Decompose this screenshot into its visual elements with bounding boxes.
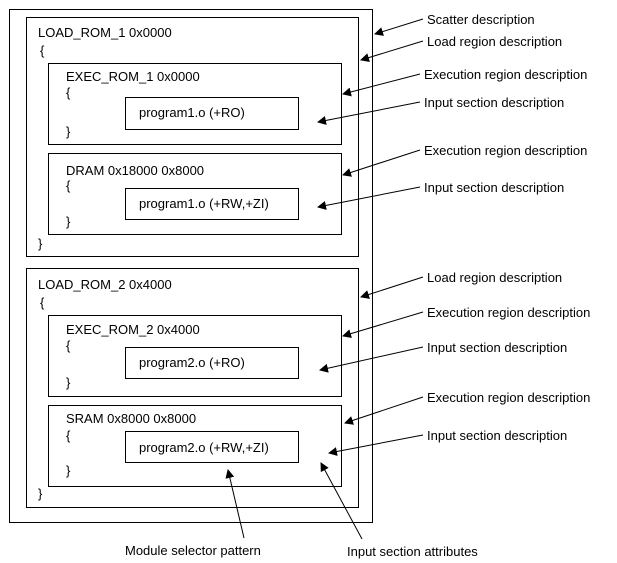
annotation-exec-region-1a: Execution region description xyxy=(424,67,588,82)
arrow-exec-2b xyxy=(344,396,424,425)
arrow-exec-2a xyxy=(342,311,424,339)
exec-region-2b-open-brace: { xyxy=(66,428,71,443)
arrow-input-2b xyxy=(328,434,424,456)
load-region-2-header: LOAD_ROM_2 0x4000 xyxy=(38,277,172,292)
arrow-exec-1a xyxy=(342,73,421,97)
exec-region-1b-close-brace: } xyxy=(66,214,71,229)
annotation-load-region-2: Load region description xyxy=(427,270,563,285)
annotation-input-section-1a: Input section description xyxy=(424,95,565,110)
annotation-exec-region-2b: Execution region description xyxy=(427,390,591,405)
input-section-2b-box xyxy=(125,431,299,463)
exec-region-1a-close-brace: } xyxy=(66,124,71,139)
arrow-load-2 xyxy=(360,276,424,299)
load-region-2-box xyxy=(26,268,359,508)
annotation-input-section-2a: Input section description xyxy=(427,340,568,355)
exec-region-2a-header: EXEC_ROM_2 0x4000 xyxy=(66,322,200,337)
annotation-load-region-1: Load region description xyxy=(427,34,563,49)
input-section-1b-box xyxy=(125,188,299,220)
exec-region-1a-header: EXEC_ROM_1 0x0000 xyxy=(66,69,200,84)
arrow-scatter xyxy=(374,18,424,36)
input-section-1b-text: program1.o (+RW,+ZI) xyxy=(139,196,269,211)
exec-region-1b-header: DRAM 0x18000 0x8000 xyxy=(66,163,205,178)
annotation-input-section-attributes: Input section attributes xyxy=(347,544,478,559)
arrow-input-attributes xyxy=(320,462,363,540)
arrow-exec-1b xyxy=(342,149,421,177)
load-region-1-box xyxy=(26,17,359,257)
arrow-module-selector xyxy=(225,469,245,539)
load-region-1-open-brace: { xyxy=(40,43,45,58)
input-section-1a-box xyxy=(125,97,299,130)
arrow-load-1 xyxy=(360,40,424,62)
load-region-2-close-brace: } xyxy=(38,486,43,501)
annotation-input-section-2b: Input section description xyxy=(427,428,568,443)
exec-region-1b-open-brace: { xyxy=(66,178,71,193)
exec-region-2a-close-brace: } xyxy=(66,375,71,390)
load-region-1-header: LOAD_ROM_1 0x0000 xyxy=(38,25,172,40)
exec-region-2b-header: SRAM 0x8000 0x8000 xyxy=(66,411,197,426)
input-section-2a-text: program2.o (+RO) xyxy=(139,355,245,370)
exec-region-2b-close-brace: } xyxy=(66,463,71,478)
exec-region-2b-box xyxy=(48,405,342,487)
input-section-2b-text: program2.o (+RW,+ZI) xyxy=(139,440,269,455)
load-region-2-open-brace: { xyxy=(40,295,45,310)
arrow-input-2a xyxy=(319,346,424,373)
exec-region-2a-box xyxy=(48,315,342,397)
annotation-exec-region-1b: Execution region description xyxy=(424,143,588,158)
annotation-scatter-description: Scatter description xyxy=(427,12,535,27)
load-region-1-close-brace: } xyxy=(38,236,43,251)
exec-region-2a-open-brace: { xyxy=(66,338,71,353)
annotation-input-section-1b: Input section description xyxy=(424,180,565,195)
exec-region-1a-box xyxy=(48,63,342,145)
annotation-exec-region-2a: Execution region description xyxy=(427,305,591,320)
arrow-input-1a xyxy=(317,101,421,125)
input-section-2a-box xyxy=(125,347,299,379)
exec-region-1a-open-brace: { xyxy=(66,85,71,100)
annotation-module-selector-pattern: Module selector pattern xyxy=(125,543,261,558)
scatter-description-box xyxy=(9,9,373,523)
input-section-1a-text: program1.o (+RO) xyxy=(139,105,245,120)
exec-region-1b-box xyxy=(48,153,342,235)
arrow-input-1b xyxy=(317,186,421,210)
